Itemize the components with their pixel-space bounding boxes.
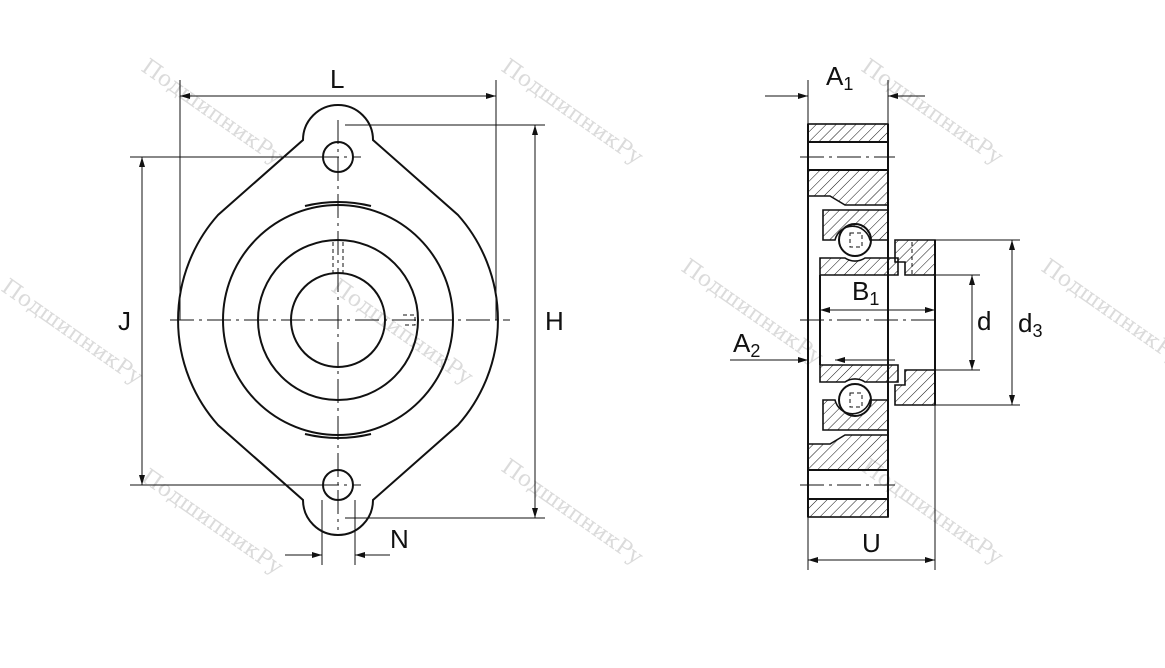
dim-U: U	[862, 528, 881, 558]
front-dimensions: L J H N	[118, 64, 564, 565]
svg-text:ПодшипникРу: ПодшипникРу	[327, 274, 478, 390]
dim-d3: d3	[1018, 308, 1042, 341]
section-view	[800, 123, 940, 518]
dim-d: d	[977, 306, 991, 336]
dim-A2: A2	[733, 328, 760, 361]
dim-B1: B1	[852, 276, 879, 309]
dim-A1: A1	[826, 61, 853, 94]
front-view	[170, 104, 510, 536]
dim-H: H	[545, 306, 564, 336]
dim-L: L	[330, 64, 344, 94]
dim-J: J	[118, 306, 131, 336]
svg-text:ПодшипникРу: ПодшипникРу	[497, 54, 648, 170]
svg-text:ПодшипникРу: ПодшипникРу	[1037, 254, 1165, 370]
svg-text:ПодшипникРу: ПодшипникРу	[137, 54, 288, 170]
svg-text:ПодшипникРу: ПодшипникРу	[497, 454, 648, 570]
svg-text:ПодшипникРу: ПодшипникРу	[857, 54, 1008, 170]
svg-text:ПодшипникРу: ПодшипникРу	[137, 464, 288, 580]
section-dimensions: A1 B1 A2 d d3 U	[730, 61, 1042, 570]
dim-N: N	[390, 524, 409, 554]
